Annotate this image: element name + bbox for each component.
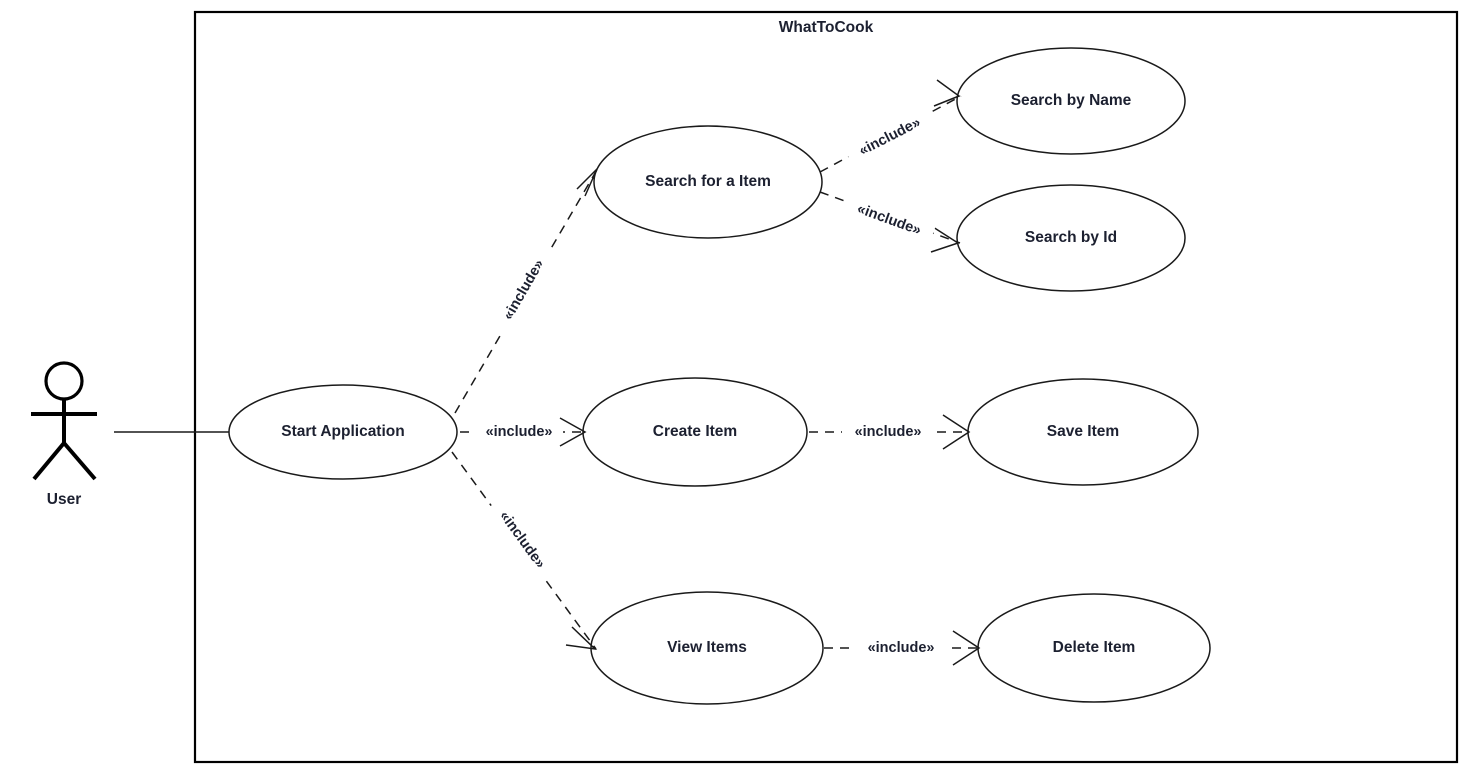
actor-user[interactable]: User <box>31 361 97 508</box>
include-arrowhead-icon <box>930 226 960 253</box>
include-arrowhead-icon <box>952 630 981 666</box>
use-case-label: Create Item <box>653 423 737 440</box>
include-arrowhead-icon <box>559 417 587 447</box>
include-connector-line <box>451 451 597 650</box>
use-case-create-item[interactable]: Create Item <box>582 377 808 487</box>
use-case-label: Save Item <box>1047 423 1119 440</box>
use-case-start-application[interactable]: Start Application <box>228 384 458 480</box>
use-case-delete-item[interactable]: Delete Item <box>977 593 1211 703</box>
include-arrowhead-icon <box>933 79 961 107</box>
actor-left-leg-icon <box>32 441 66 481</box>
include-start-application-to-create-item[interactable]: «include» <box>460 417 587 447</box>
use-case-search-by-id[interactable]: Search by Id <box>956 184 1186 292</box>
include-arrowhead-icon <box>565 626 598 651</box>
system-boundary-box <box>193 10 1459 764</box>
use-case-ellipse <box>582 377 808 487</box>
include-connector-line <box>819 191 961 244</box>
include-label-backdrop <box>491 244 557 336</box>
use-case-label: Search for a Item <box>645 173 771 190</box>
include-label-backdrop <box>842 193 936 247</box>
use-case-save-item[interactable]: Save Item <box>967 378 1199 486</box>
use-case-label: View Items <box>667 639 747 656</box>
include-view-items-to-delete-item[interactable]: «include» <box>824 630 981 666</box>
use-case-label: Delete Item <box>1053 639 1136 656</box>
include-arrowhead-icon <box>942 414 971 450</box>
use-case-search-by-name[interactable]: Search by Name <box>956 47 1186 155</box>
include-create-item-to-save-item[interactable]: «include» <box>809 414 971 450</box>
include-label: «include» <box>486 424 553 440</box>
system-boundary-title: WhatToCook <box>779 19 874 36</box>
include-label-backdrop <box>855 637 947 659</box>
use-case-label: Search by Id <box>1025 229 1117 246</box>
use-case-ellipse <box>956 184 1186 292</box>
use-case-search-for-a-item[interactable]: Search for a Item <box>593 125 823 239</box>
use-case-label: Search by Name <box>1011 92 1132 109</box>
include-label-backdrop <box>842 421 934 443</box>
include-label: «include» <box>868 640 935 656</box>
use-case-ellipse <box>593 125 823 239</box>
actor-head-icon <box>44 361 84 401</box>
include-label: «include» <box>855 424 922 440</box>
include-label-backdrop <box>844 106 936 168</box>
include-arrowhead-icon <box>576 168 598 197</box>
actor-right-leg-icon <box>62 441 97 481</box>
use-case-ellipse <box>228 384 458 480</box>
include-label-backdrop <box>475 421 563 443</box>
use-case-view-items[interactable]: View Items <box>590 591 824 705</box>
use-case-label: Start Application <box>281 423 404 440</box>
actor-label: User <box>47 491 81 508</box>
include-label-backdrop <box>486 496 558 584</box>
use-case-ellipse <box>956 47 1186 155</box>
